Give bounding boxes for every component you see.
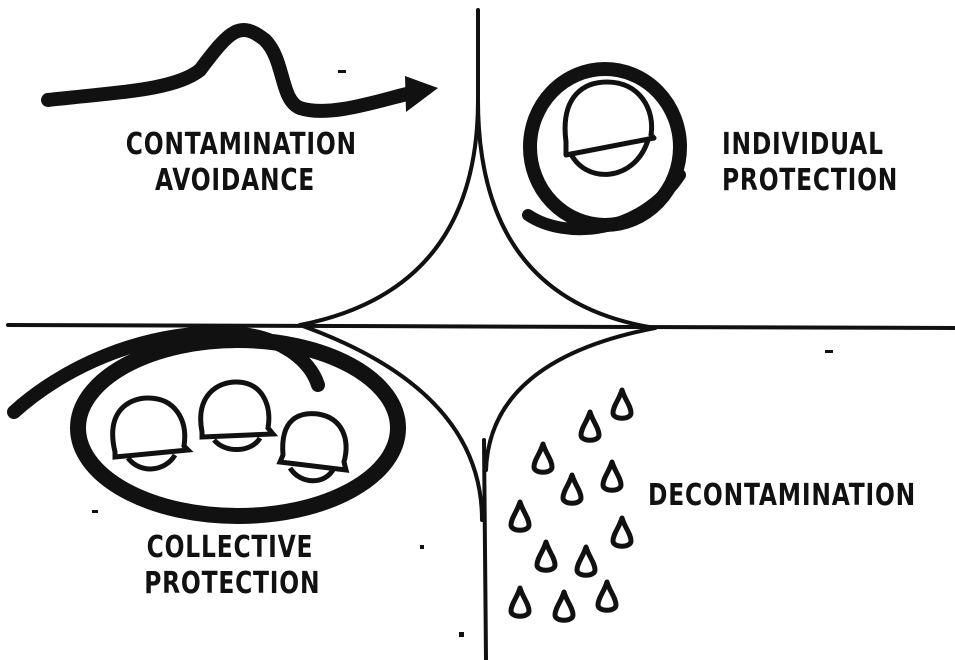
individual-protection-label: INDIVIDUAL PROTECTION <box>700 127 900 199</box>
water-drop-icon <box>595 579 619 613</box>
water-drop-icon <box>610 515 634 549</box>
water-drop-icon <box>600 459 624 493</box>
horizontal-divider <box>6 323 955 330</box>
decon-drops <box>508 387 634 623</box>
contamination-avoidance-line1: CONTAMINATION <box>125 127 357 162</box>
decontamination-label: DECONTAMINATION <box>615 478 915 514</box>
quadrant-dividers <box>6 8 955 660</box>
helmet-icon <box>562 79 657 177</box>
speck-marks <box>92 70 833 637</box>
wave-arrow-icon <box>41 23 438 118</box>
contamination-avoidance-label: CONTAMINATION AVOIDANCE <box>95 127 375 199</box>
collective-protection-line2: PROTECTION <box>144 566 321 601</box>
vertical-divider-top <box>298 8 480 327</box>
vertical-divider-bottom-right-curve <box>484 326 657 472</box>
individual-protection-line1: INDIVIDUAL <box>722 127 884 162</box>
collective-protection-label: COLLECTIVE PROTECTION <box>120 530 340 602</box>
helmet-icon <box>110 395 194 472</box>
water-drop-icon <box>531 441 555 475</box>
decontamination-line1: DECONTAMINATION <box>648 478 917 513</box>
water-drop-icon <box>534 539 558 573</box>
collective-protection-line1: COLLECTIVE <box>146 530 314 565</box>
protective-ring-icon <box>522 62 687 236</box>
water-drop-icon <box>560 472 584 506</box>
helmet-icon <box>198 379 279 452</box>
shelter-dome-icon <box>7 325 406 524</box>
water-drop-icon <box>508 585 532 619</box>
vertical-divider-top-right-curve <box>476 98 657 330</box>
water-drop-icon <box>610 387 634 421</box>
water-drop-icon <box>578 409 602 443</box>
vertical-divider-bottom-left-curve <box>298 323 484 522</box>
contamination-avoidance-line2: AVOIDANCE <box>154 163 316 198</box>
water-drop-icon <box>552 589 576 623</box>
vertical-divider-bottom <box>482 438 488 660</box>
helmet-icon <box>276 411 350 484</box>
water-drop-icon <box>574 544 598 578</box>
water-drop-icon <box>508 499 532 533</box>
individual-protection-line2: PROTECTION <box>722 163 899 198</box>
